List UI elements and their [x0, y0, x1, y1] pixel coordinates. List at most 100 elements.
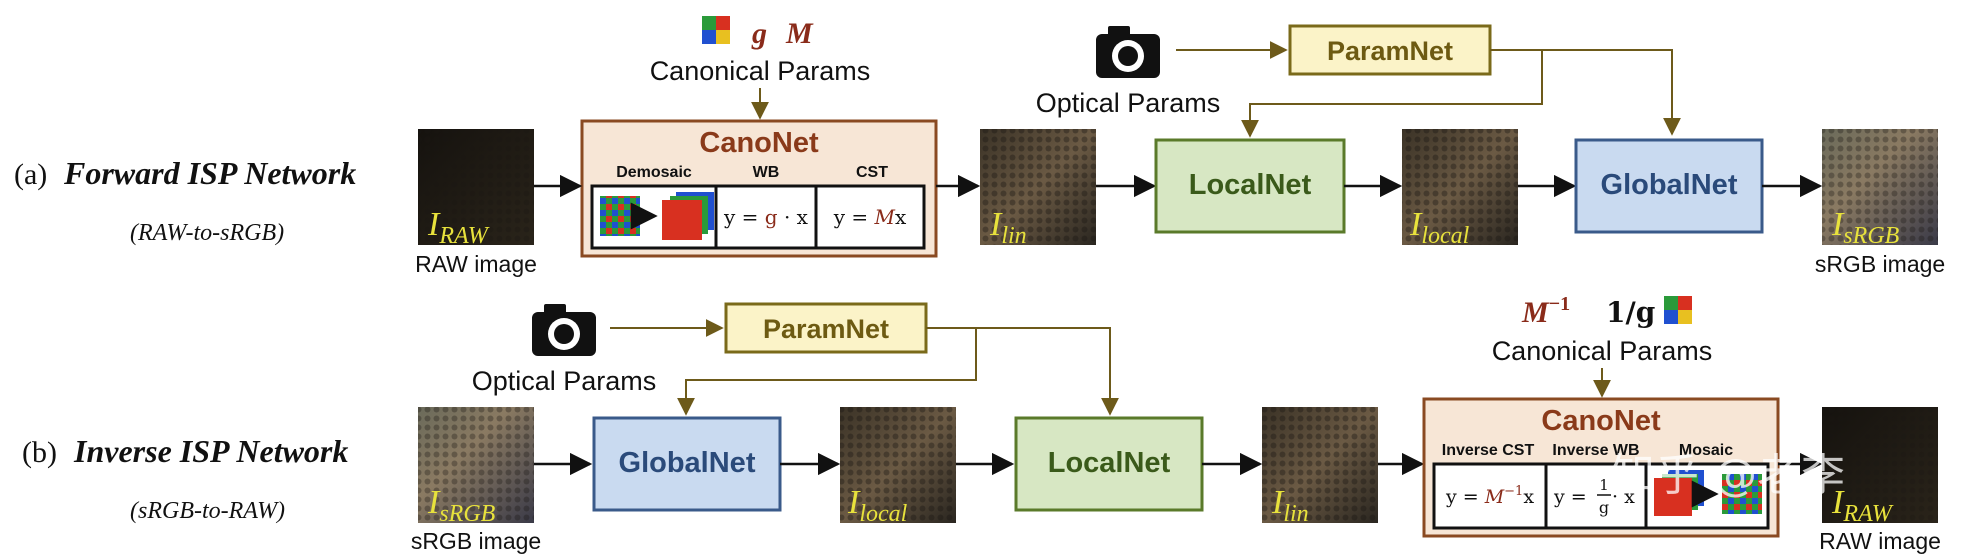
bayer-pattern-icon — [1722, 474, 1762, 514]
arrow-paramnet-to-globalnet-b — [677, 328, 977, 416]
inverse-canonet: CanoNet Inverse CST Inverse WB Mosaic y … — [1422, 397, 1780, 538]
forward-input-caption: RAW image — [415, 251, 537, 277]
inverse-stage-mosaic: Mosaic — [1679, 442, 1733, 459]
inverse-paramnet-title: ParamNet — [763, 314, 889, 344]
forward-paramnet-title: ParamNet — [1327, 36, 1453, 66]
forward-stage-wb: WB — [753, 164, 780, 181]
bayer-mini-icon — [702, 16, 730, 44]
forward-output-caption: sRGB image — [1815, 251, 1945, 277]
inverse-input-symbol: I — [427, 484, 441, 521]
forward-canonet-title: CanoNet — [699, 127, 819, 159]
inverse-wb-cell — [1544, 462, 1648, 530]
inverse-globalnet-title: GlobalNet — [619, 447, 756, 479]
inverse-wb-lhs: y = — [1553, 486, 1587, 508]
svg-text:Ilin: Ilin — [989, 206, 1027, 249]
inverse-input-image: IsRGB — [418, 407, 534, 527]
forward-stage-demosaic: Demosaic — [616, 164, 692, 181]
forward-param-g: g — [751, 17, 767, 50]
inverse-output-subscript: RAW — [1842, 501, 1893, 527]
forward-param-M: M — [785, 17, 814, 50]
inverse-local-symbol: I — [847, 484, 861, 521]
inverse-local-image: Ilocal — [840, 407, 956, 527]
inverse-stage-wb: Inverse WB — [1552, 442, 1639, 459]
forward-output-symbol: I — [1831, 206, 1845, 243]
inverse-output-image: IRAW — [1822, 407, 1938, 527]
forward-optical-label: Optical Params — [1036, 88, 1221, 118]
inverse-param-Minv: M−1 — [1521, 293, 1570, 329]
inverse-canonical-params: M−1 1/g Canonical Params — [1492, 293, 1713, 366]
watermark: 知乎 @老李 — [1611, 450, 1845, 501]
forward-globalnet: GlobalNet — [1574, 138, 1764, 234]
forward-paramnet: ParamNet — [1288, 24, 1492, 76]
inverse-local-subscript: local — [859, 501, 907, 527]
wb-cell — [714, 184, 818, 250]
forward-label-title: Forward ISP Network — [63, 155, 356, 191]
inverse-label-prefix: (b) — [22, 436, 57, 469]
forward-lin-image: Ilin — [980, 129, 1096, 249]
inverse-canonical-label: Canonical Params — [1492, 336, 1713, 366]
inverse-output-caption: RAW image — [1819, 528, 1941, 554]
svg-text:IRAW: IRAW — [427, 206, 490, 249]
svg-text:IsRGB: IsRGB — [427, 484, 496, 527]
inverse-globalnet: GlobalNet — [592, 416, 782, 512]
camera-icon — [1096, 26, 1160, 78]
forward-globalnet-title: GlobalNet — [1601, 169, 1738, 201]
svg-text:Ilin: Ilin — [1271, 484, 1309, 527]
inverse-wb-den: g — [1599, 498, 1609, 517]
inverse-localnet: LocalNet — [1014, 416, 1204, 512]
inverse-lin-symbol: I — [1271, 484, 1285, 521]
inverse-lin-image: Ilin — [1262, 407, 1378, 527]
forward-label-prefix: (a) — [14, 158, 47, 191]
inverse-lin-subscript: lin — [1283, 501, 1308, 527]
inverse-stage-cst: Inverse CST — [1442, 442, 1535, 459]
forward-output-image: IsRGB — [1822, 129, 1938, 249]
forward-canonical-params: g M Canonical Params — [650, 16, 871, 86]
inverse-canonet-title: CanoNet — [1541, 405, 1661, 437]
inverse-output-symbol: I — [1831, 484, 1845, 521]
forward-local-symbol: I — [1409, 206, 1423, 243]
inverse-localnet-title: LocalNet — [1048, 447, 1171, 479]
forward-row: (a) Forward ISP Network (RAW-to-sRGB) IR… — [14, 16, 1945, 277]
arrow-paramnet-to-localnet-b — [926, 327, 1119, 416]
forward-stage-cst: CST — [856, 164, 888, 181]
svg-text:IRAW: IRAW — [1831, 484, 1894, 527]
svg-text:IsRGB: IsRGB — [1831, 206, 1900, 249]
inverse-wb-rhs: · x — [1612, 486, 1635, 508]
forward-local-image: Ilocal — [1402, 129, 1518, 249]
inverse-input-caption: sRGB image — [411, 528, 541, 554]
arrow-paramnet-to-globalnet — [1490, 49, 1681, 136]
forward-cst-formula: y = Mx — [833, 205, 907, 229]
arrow-paramnet-to-localnet — [1241, 50, 1543, 138]
svg-text:Ilocal: Ilocal — [1409, 206, 1470, 249]
rgb-stack-icon — [662, 192, 714, 240]
forward-canonet: CanoNet Demosaic WB CST y = g · x y = Mx — [580, 119, 938, 258]
forward-canonical-label: Canonical Params — [650, 56, 871, 86]
camera-icon — [532, 304, 596, 356]
svg-text:Ilocal: Ilocal — [847, 484, 908, 527]
forward-label-sub: (RAW-to-sRGB) — [130, 220, 284, 246]
inverse-wb-num: 1 — [1599, 476, 1609, 494]
inverse-cst-formula: y = M−1x — [1445, 484, 1534, 508]
bayer-mini-icon — [1664, 296, 1692, 324]
inverse-input-subscript: sRGB — [439, 501, 495, 527]
forward-local-subscript: local — [1421, 223, 1469, 249]
inverse-paramnet: ParamNet — [724, 302, 928, 354]
forward-input-symbol: I — [427, 206, 441, 243]
forward-lin-subscript: lin — [1001, 223, 1026, 249]
inverse-row: (b) Inverse ISP Network (sRGB-to-RAW) Is… — [22, 293, 1941, 554]
forward-localnet: LocalNet — [1154, 138, 1346, 234]
cst-cell — [814, 184, 926, 250]
inverse-cst-cell — [1432, 462, 1548, 530]
bayer-pattern-icon — [600, 196, 640, 236]
forward-input-subscript: RAW — [438, 223, 489, 249]
forward-input-image: IRAW — [418, 129, 534, 249]
forward-output-subscript: sRGB — [1843, 223, 1899, 249]
forward-lin-symbol: I — [989, 206, 1003, 243]
forward-wb-formula: y = g · x — [723, 205, 809, 229]
inverse-label-title: Inverse ISP Network — [73, 433, 348, 469]
forward-localnet-title: LocalNet — [1189, 169, 1312, 201]
inverse-optical-label: Optical Params — [472, 366, 657, 396]
inverse-param-ginv: 1/g — [1606, 296, 1655, 329]
inverse-label-sub: (sRGB-to-RAW) — [130, 498, 285, 524]
